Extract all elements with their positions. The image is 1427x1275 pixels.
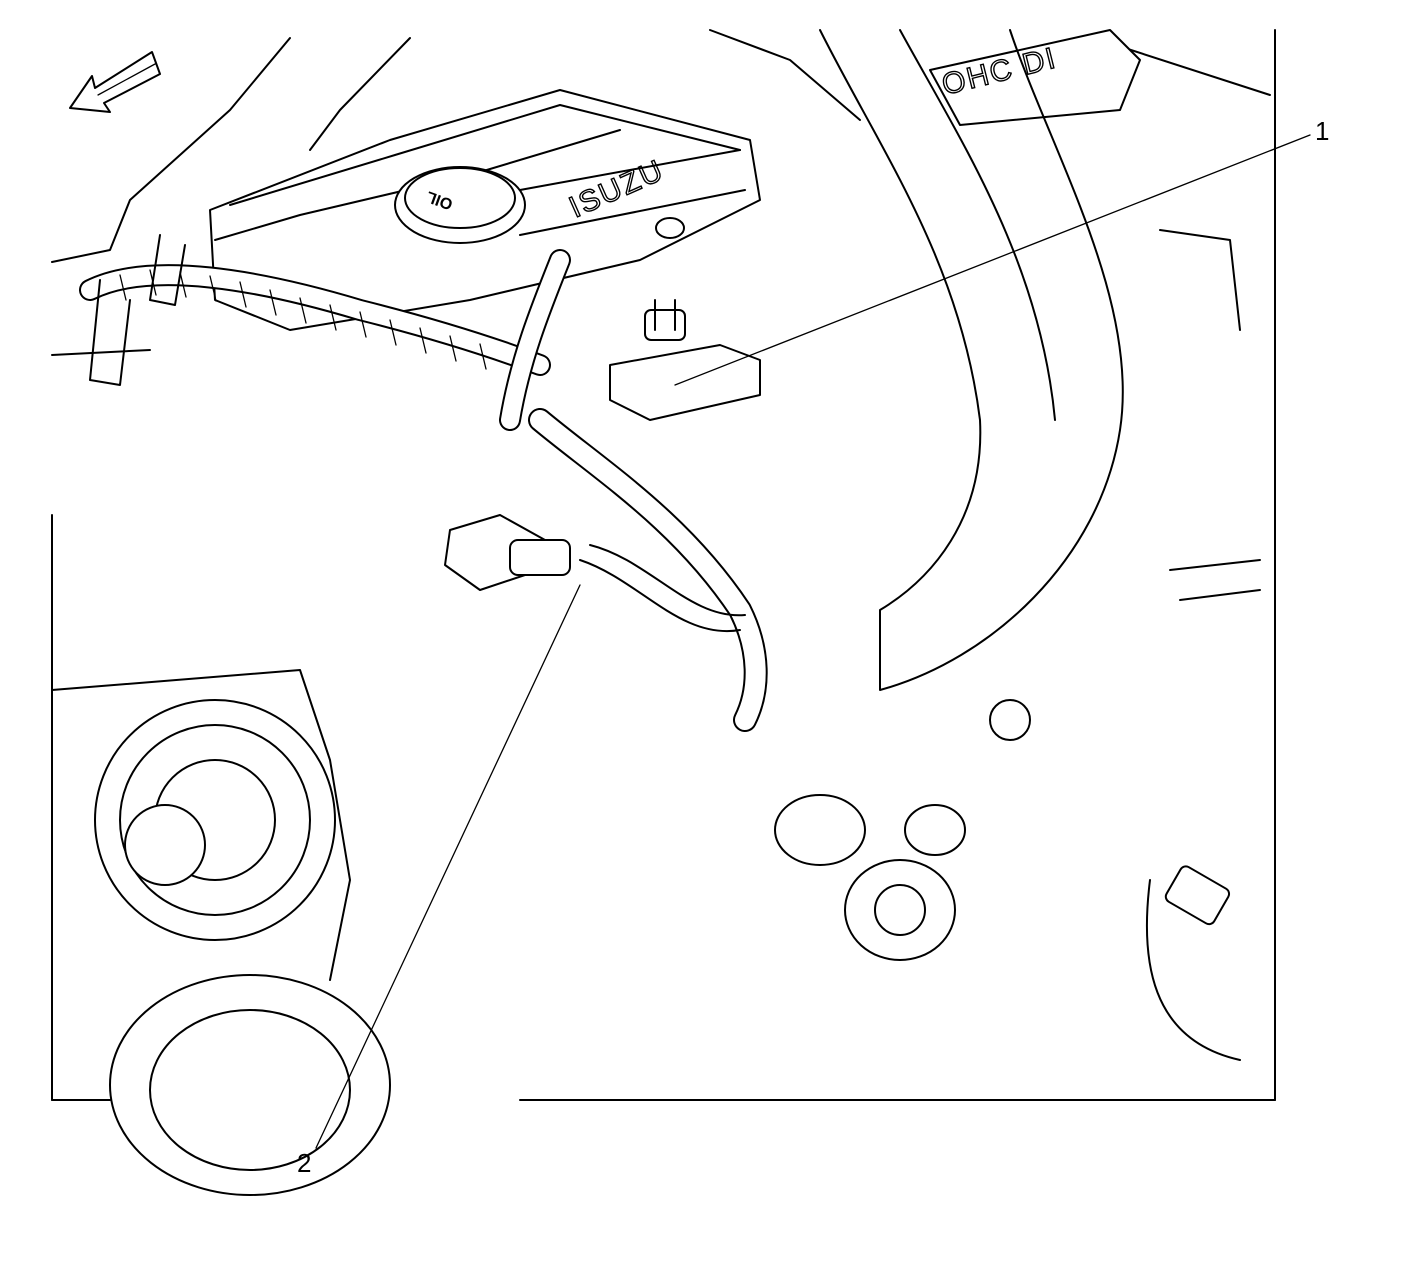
callout-leaders (315, 134, 1311, 1149)
fuel-lines (1145, 229, 1261, 1061)
front-direction-arrow-icon (69, 51, 161, 113)
callout-leader-2 (315, 584, 581, 1149)
callout-label-1: 1 (1315, 116, 1329, 146)
coolant-pipe (819, 29, 1124, 691)
crank-pulleys (51, 669, 391, 1196)
oil-filler-cap: OIL (394, 166, 526, 244)
vacuum-pump (774, 699, 1031, 961)
rear-valve-cover: OHC DI (929, 29, 1141, 126)
callout-label-2: 2 (297, 1148, 311, 1178)
engine-frame-lines (51, 29, 1276, 1101)
callout-leader-1 (674, 134, 1311, 386)
wiring-harness (79, 234, 768, 732)
injection-pump (444, 217, 761, 633)
